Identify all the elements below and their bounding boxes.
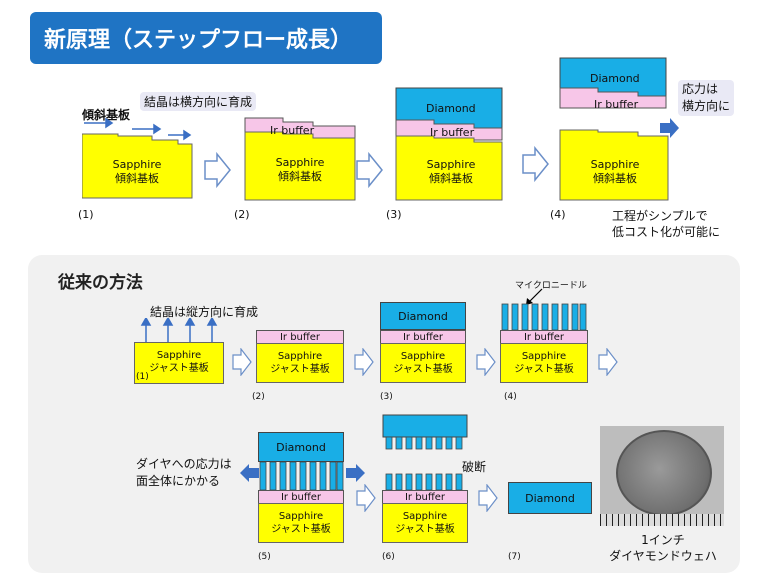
microneedle-array: [501, 303, 587, 331]
stress-arrow-icon: [660, 118, 679, 138]
step1-sapphire: [82, 133, 193, 199]
stress-left-arrow-icon: [240, 464, 259, 482]
step-number: (7): [508, 552, 521, 562]
old-step6-ir: Ir buffer: [382, 490, 468, 504]
vertical-growth-arrows: [140, 318, 218, 342]
process-arrow: [476, 348, 496, 376]
step-number: (2): [252, 392, 265, 402]
microneedle-pointer: [526, 288, 543, 305]
step-number: (4): [550, 208, 566, 221]
ir-buffer-label: Ir buffer: [594, 98, 639, 111]
step4-sapphire: [559, 129, 669, 201]
tilt-substrate-label: 傾斜基板: [82, 108, 131, 122]
old-step7-diamond: Diamond: [508, 482, 592, 514]
old-step6-needle-stubs: [385, 473, 463, 491]
process-arrow: [232, 348, 252, 376]
step-number: (4): [504, 392, 517, 402]
old-step3-diamond: Diamond: [380, 302, 466, 330]
diamond-label: Diamond: [426, 102, 476, 115]
process-arrow: [478, 484, 498, 512]
step4-diamond-film: [559, 57, 667, 109]
old-step2-ir: Ir buffer: [256, 330, 344, 344]
microneedle-label: マイクロニードル: [515, 281, 587, 291]
old-step3-ir: Ir buffer: [380, 330, 466, 344]
page-title: 新原理（ステップフロー成長）: [30, 12, 382, 64]
ir-buffer-label: Ir buffer: [430, 126, 475, 139]
process-arrow: [522, 146, 549, 182]
lateral-stress-label: 応力は 横方向に: [678, 80, 735, 116]
old-step5-diamond: Diamond: [258, 432, 344, 462]
step-number: (2): [234, 208, 250, 221]
old-step5-needles: [259, 462, 344, 491]
fracture-label: 破断: [462, 460, 487, 474]
process-arrow: [598, 348, 618, 376]
wafer-caption: 1インチ ダイヤモンドウェハ: [609, 533, 717, 563]
step-number: (3): [386, 208, 402, 221]
step-number: (5): [258, 552, 271, 562]
cost-note: 工程がシンプルで 低コスト化が可能に: [612, 209, 721, 239]
step3-layers: [395, 87, 503, 201]
whole-surface-stress-label: ダイヤへの応力は 面全体にかかる: [136, 457, 232, 488]
wafer-disc: [616, 430, 712, 516]
stress-right-arrow-icon: [346, 464, 365, 482]
process-arrow: [354, 348, 374, 376]
old-step5-ir: Ir buffer: [258, 490, 344, 504]
old-step6-diamond-top: [382, 414, 468, 450]
old-step4-ir: Ir buffer: [500, 330, 588, 344]
diamond-wafer-photo: [600, 426, 724, 526]
step2-layers: [244, 117, 356, 201]
lateral-growth-label: 結晶は横方向に育成: [140, 92, 257, 111]
diamond-label: Diamond: [590, 72, 640, 85]
step-number: (1): [78, 208, 94, 221]
ir-buffer-label: Ir buffer: [270, 124, 315, 137]
conventional-heading: 従来の方法: [58, 273, 143, 293]
vertical-growth-label: 結晶は縦方向に育成: [150, 305, 259, 319]
step-number: (3): [380, 392, 393, 402]
process-arrow: [356, 484, 376, 512]
growth-arrows: [84, 117, 192, 141]
process-arrow: [204, 152, 231, 188]
step-number: (6): [382, 552, 395, 562]
process-arrow: [356, 152, 383, 188]
step-number: (1): [136, 372, 149, 382]
ruler: [600, 514, 724, 526]
